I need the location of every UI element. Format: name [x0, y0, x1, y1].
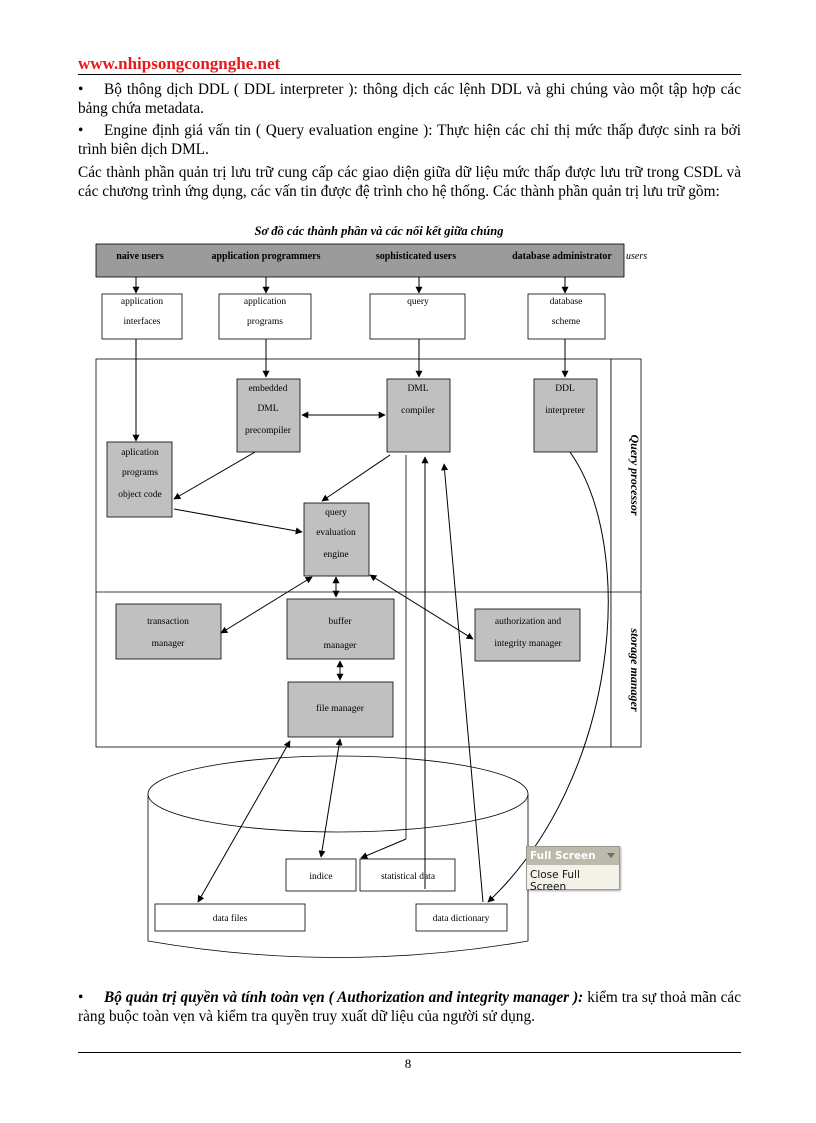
storage-manager-label: storage manager: [628, 627, 642, 711]
svg-text:interpreter: interpreter: [545, 406, 585, 416]
svg-text:transaction: transaction: [147, 617, 189, 627]
box-dml-compiler: DML compiler: [386, 378, 451, 453]
svg-text:interfaces: interfaces: [124, 316, 161, 327]
bullet-dot: •: [78, 81, 84, 98]
dbms-structure-diagram: Sơ đồ các thành phần và các nối kết giữa…: [95, 224, 647, 958]
svg-text:embedded: embedded: [248, 384, 287, 394]
box-transaction-manager: transaction manager: [115, 603, 222, 660]
svg-text:buffer: buffer: [328, 616, 352, 627]
box-ddl-interpreter: DDL interpreter: [533, 378, 598, 453]
paragraph-text: Bộ thông dịch DDL ( DDL interpreter ): t…: [78, 81, 741, 117]
svg-text:programs: programs: [247, 317, 283, 327]
svg-text:indice: indice: [309, 872, 332, 882]
paragraph-text: kiểm tra sự thoả mãn các ràng buộc toàn …: [78, 989, 742, 1025]
bullet-query-evaluation-engine: •Engine định giá vấn tin ( Query evaluat…: [78, 121, 741, 159]
paragraph-text: Engine định giá vấn tin ( Query evaluati…: [78, 122, 741, 158]
box-embedded-dml-precompiler: embedded DML precompiler: [236, 378, 301, 453]
box-file-manager: file manager: [287, 681, 394, 738]
box-query: query: [369, 293, 466, 340]
svg-text:database: database: [550, 297, 583, 307]
box-application-interfaces: application interfaces: [101, 293, 183, 340]
side-label-column: [610, 358, 642, 748]
svg-text:manager: manager: [152, 639, 186, 649]
svg-text:data dictionary: data dictionary: [433, 914, 490, 924]
box-data-dictionary: data dictionary: [415, 903, 508, 932]
box-authorization-integrity-manager: authorization and integrity manager: [474, 608, 581, 662]
paragraph-storage-components: Các thành phần quản trị lưu trữ cung cấp…: [78, 163, 741, 201]
user-type-app-programmers: application programmers: [212, 251, 321, 262]
svg-text:DML: DML: [407, 384, 428, 394]
diagram-title: Sơ đồ các thành phần và các nối kết giữa…: [255, 224, 504, 238]
footer-rule: [78, 1052, 741, 1053]
bullet-dot: •: [78, 989, 84, 1006]
box-object-code: aplication programs object code: [106, 441, 173, 518]
svg-text:programs: programs: [122, 468, 158, 478]
box-application-programs: application programs: [218, 293, 312, 340]
box-database-scheme: database scheme: [527, 293, 606, 340]
svg-text:compiler: compiler: [401, 406, 436, 416]
page-number: 8: [404, 1056, 412, 1071]
users-label: users: [626, 251, 647, 262]
svg-text:evaluation: evaluation: [316, 528, 356, 538]
svg-text:integrity manager: integrity manager: [494, 639, 562, 649]
box-data-files: data files: [154, 903, 306, 932]
paragraph-text: Các thành phần quản trị lưu trữ cung cấp…: [78, 164, 741, 200]
bullet-ddl-interpreter: •Bộ thông dịch DDL ( DDL interpreter ): …: [78, 80, 741, 118]
svg-text:application: application: [121, 297, 163, 307]
svg-text:precompiler: precompiler: [245, 426, 292, 436]
svg-text:object code: object code: [118, 490, 162, 500]
svg-text:file manager: file manager: [316, 703, 365, 714]
close-full-screen-button[interactable]: Close Full Screen: [530, 869, 580, 893]
svg-text:aplication: aplication: [121, 448, 159, 458]
svg-text:DDL: DDL: [555, 384, 575, 394]
svg-text:authorization and: authorization and: [495, 617, 561, 627]
svg-text:query: query: [407, 297, 429, 307]
paragraph-bold-term: Bộ quản trị quyền và tính toàn vẹn ( Aut…: [104, 989, 584, 1006]
svg-text:query: query: [325, 508, 347, 518]
users-band: [95, 243, 625, 278]
user-type-naive: naive users: [116, 251, 164, 262]
svg-text:statistical data: statistical data: [381, 872, 436, 882]
user-type-dba: database administrator: [512, 251, 612, 262]
user-type-sophisticated: sophisticated users: [376, 251, 456, 262]
bullet-authorization-integrity-manager: • Bộ quản trị quyền và tính toàn vẹn ( Au…: [78, 988, 741, 1026]
header-rule: [78, 74, 741, 75]
svg-text:manager: manager: [324, 641, 358, 651]
fullscreen-popup-title: Full Screen: [527, 847, 619, 865]
svg-text:scheme: scheme: [552, 317, 581, 327]
fullscreen-popup: Full Screen Close Full Screen: [526, 846, 620, 893]
svg-text:engine: engine: [323, 550, 348, 560]
box-statistical-data: statistical data: [359, 858, 456, 892]
site-link[interactable]: www.nhipsongcongnghe.net: [78, 54, 281, 73]
query-processor-label: Query processor: [628, 435, 642, 516]
svg-text:DML: DML: [257, 404, 278, 414]
box-buffer-manager: buffer manager: [286, 598, 395, 660]
bullet-dot: •: [78, 122, 84, 139]
dropdown-arrow-icon[interactable]: [607, 853, 615, 858]
box-query-evaluation-engine: query evaluation engine: [303, 502, 370, 577]
svg-text:application: application: [244, 297, 286, 307]
box-indice: indice: [285, 858, 357, 892]
svg-text:data files: data files: [213, 913, 248, 924]
